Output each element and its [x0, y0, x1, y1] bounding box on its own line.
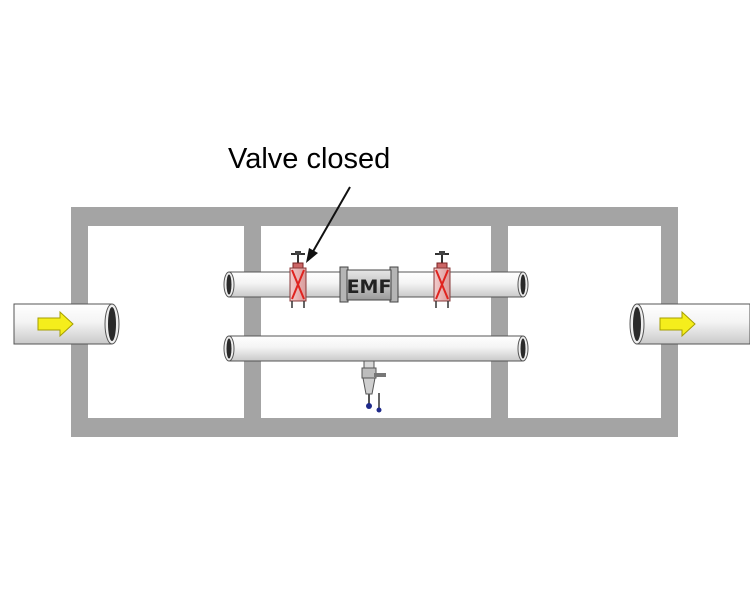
valve-closed-label: Valve closed [228, 143, 391, 175]
inlet-pipe [13, 303, 120, 345]
drain-valve-icon [361, 360, 386, 413]
annotation-arrow [306, 186, 351, 263]
arrow-right-icon [37, 310, 74, 338]
gate-valve-icon [289, 251, 307, 308]
right-partition-wall [491, 207, 508, 437]
chamber-frame [71, 207, 678, 437]
gate-valve-icon [433, 251, 451, 308]
meter-label: EMF [347, 276, 392, 298]
left-partition-wall [244, 207, 261, 437]
bypass-pipe [223, 335, 529, 362]
emf-meter: EMF [339, 266, 399, 303]
arrow-right-icon [659, 310, 696, 338]
